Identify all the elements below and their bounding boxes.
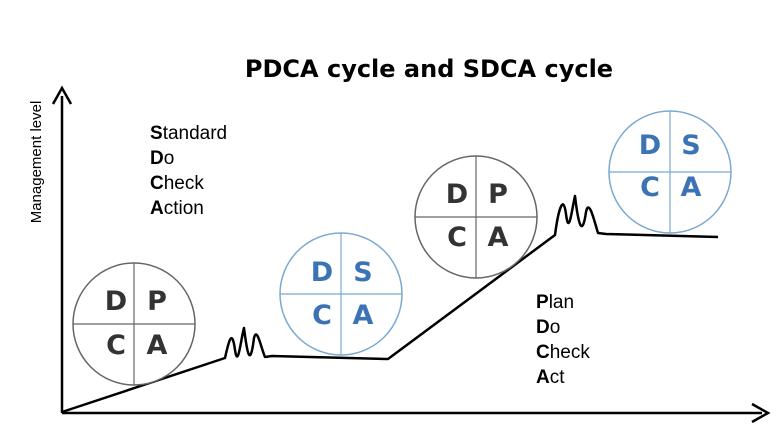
quadrant-letter: A bbox=[681, 172, 702, 203]
improvement-path bbox=[61, 194, 719, 414]
quadrant-letter: D bbox=[105, 286, 127, 317]
sdca-cycle-2: D S C A bbox=[608, 110, 732, 234]
legend-line-do: Do bbox=[536, 317, 560, 338]
legend-line-action: Action bbox=[150, 198, 204, 219]
quadrant-letter: S bbox=[681, 130, 700, 161]
axes bbox=[51, 85, 771, 424]
pdca-cycle-2: D P C A bbox=[414, 155, 538, 279]
quadrant-letter: D bbox=[311, 257, 333, 288]
legend-line-act: Act bbox=[536, 367, 565, 388]
x-axis-arrow bbox=[751, 402, 771, 424]
sdca-cycle-1: D S C A bbox=[279, 232, 403, 356]
quadrant-letter: C bbox=[447, 222, 467, 253]
quadrant-letter: C bbox=[106, 330, 126, 361]
pdca-legend: Plan Do Check Act bbox=[536, 292, 590, 388]
quadrant-letter: A bbox=[488, 222, 509, 253]
legend-line-do: Do bbox=[150, 148, 174, 169]
legend-line-check: Check bbox=[536, 342, 590, 363]
quadrant-letter: C bbox=[312, 300, 332, 331]
quadrant-letter: C bbox=[640, 172, 660, 203]
quadrant-letter: A bbox=[147, 330, 168, 361]
pdca-cycle-1: D P C A bbox=[72, 262, 196, 386]
quadrant-letter: D bbox=[446, 179, 468, 210]
diagram-title: PDCA cycle and SDCA cycle bbox=[245, 55, 613, 83]
sdca-legend: Standard Do Check Action bbox=[150, 123, 227, 219]
y-axis-arrow bbox=[51, 85, 73, 105]
quadrant-letter: P bbox=[488, 179, 508, 210]
quadrant-letter: P bbox=[147, 286, 167, 317]
y-axis-label: Management level bbox=[28, 101, 45, 224]
quadrant-letter: D bbox=[639, 130, 661, 161]
legend-line-plan: Plan bbox=[536, 292, 574, 313]
quadrant-letter: S bbox=[353, 257, 372, 288]
legend-line-check: Check bbox=[150, 173, 204, 194]
quadrant-letter: A bbox=[353, 300, 374, 331]
legend-line-standard: Standard bbox=[150, 123, 227, 144]
